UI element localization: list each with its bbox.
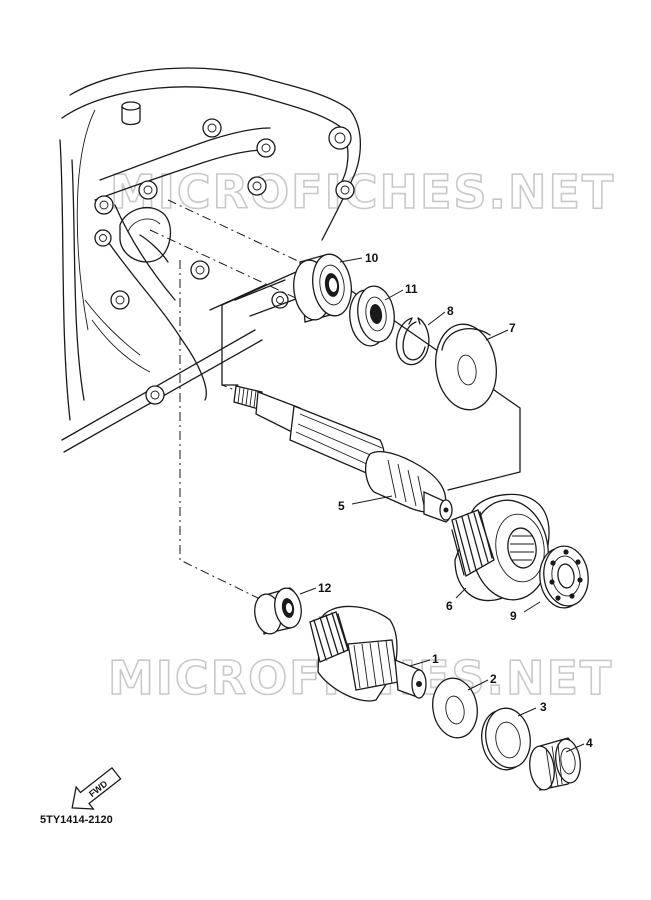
bearing-12 — [254, 587, 302, 635]
gear-shaft-1 — [309, 605, 427, 702]
bearing-9 — [539, 545, 589, 609]
callout-11: 11 — [405, 282, 418, 296]
gear-6 — [451, 493, 550, 602]
callout-4: 4 — [586, 736, 593, 750]
callout-2: 2 — [490, 672, 497, 686]
callout-6: 6 — [446, 599, 453, 613]
circlip-8 — [395, 317, 430, 366]
callout-7: 7 — [509, 321, 516, 335]
callout-10: 10 — [365, 251, 379, 265]
washer-2 — [432, 677, 478, 739]
leader-lines — [299, 257, 585, 753]
assembly-lines — [149, 199, 521, 599]
washer-3 — [481, 707, 531, 771]
callout-numbers: 10 11 8 7 5 6 9 12 1 2 3 4 — [318, 251, 593, 750]
callout-12: 12 — [318, 581, 332, 595]
callout-3: 3 — [540, 700, 547, 714]
crankcase-housing — [59, 67, 361, 453]
diagram-code: 5TY1414-2120 — [40, 814, 113, 826]
callout-5: 5 — [338, 499, 345, 513]
needle-bearing-4 — [529, 737, 581, 791]
fwd-arrow-icon: FWD — [71, 766, 122, 810]
callout-8: 8 — [447, 304, 454, 318]
callout-1: 1 — [432, 652, 439, 666]
washer-7 — [435, 323, 497, 411]
shaft-5 — [233, 385, 453, 523]
bearing-10 — [293, 253, 352, 323]
watermark-top: MICROFICHES.NET — [110, 165, 615, 219]
callout-9: 9 — [510, 609, 517, 623]
bolt-holes — [94, 118, 355, 405]
